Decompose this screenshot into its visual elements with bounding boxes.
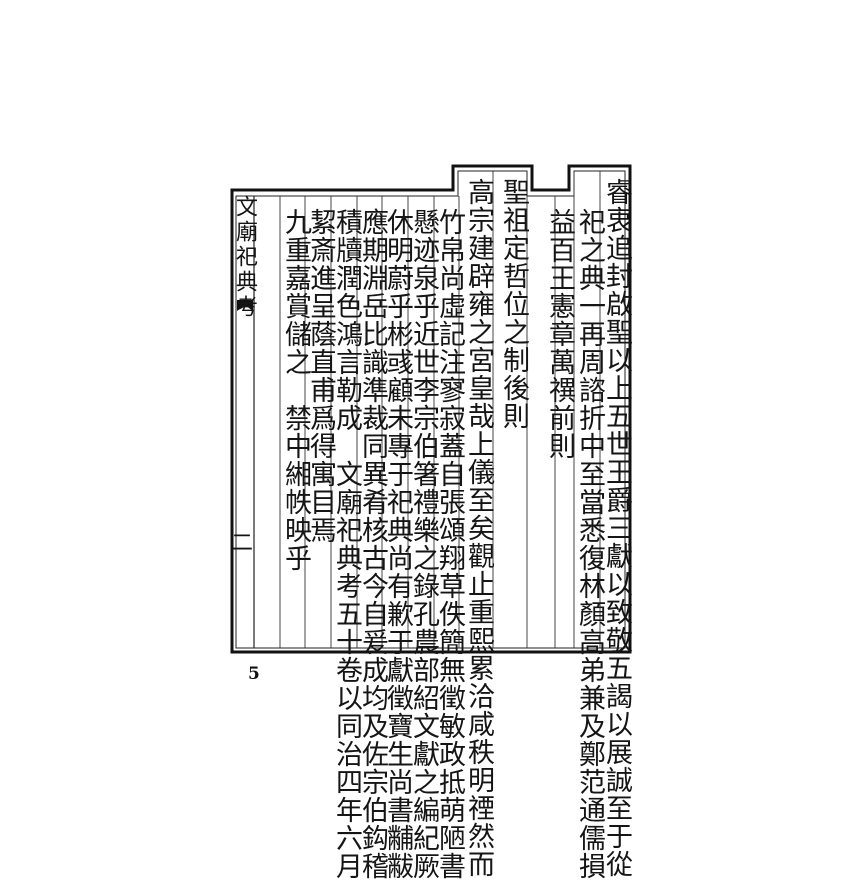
margin-leaf-number: 二 (231, 531, 254, 556)
text-column-7: 懸迹泉乎近世李宗伯箸禮樂之錄孔農部紹文獻之編紀厥 (408, 208, 439, 880)
text-column-9: 應期淵岳比識準裁同異肴核古今自爰成均及佐宗伯鈎稽 (357, 208, 388, 880)
text-column-4: 聖祖定哲位之制後則 (498, 178, 529, 430)
page-border-frame (230, 164, 632, 654)
text-column-8: 休明蔚乎彬彧顧未專于祀典尚有歉于獻徵寶生尚書黼黻 (382, 208, 413, 880)
text-column-10: 積牘潤色鴻言勒成 文廟祀典考五十卷以同治四年六月 (331, 208, 362, 880)
text-column-3: 益百王憲章萬禩前則 (544, 208, 575, 460)
margin-book-title: 文廟祀典考 (232, 195, 257, 320)
text-column-1: 睿衷追封啟聖以上五世王爵三獻以致敬五謁以展誠至于從 (601, 178, 632, 878)
text-column-6: 竹帛尚虛記注寥寂蓋自張頌翔草佚簡無徵敏政抵萌陋書 (434, 208, 465, 880)
page-number: 5 (248, 664, 260, 684)
text-column-5: 高宗建辟雍之宮皇哉上儀至矣觀止重熙累洽咸秩明禋然而 (463, 178, 494, 878)
text-column-11: 絜斎進呈蔭直甫爲得寓目焉 (305, 208, 336, 544)
text-column-12: 九重嘉賞儲之 禁中緗帙映乎 (280, 208, 311, 572)
text-column-2: 祀之典一再周諮折中至當悉復林顏高弟兼及鄭范通儒損 (574, 208, 605, 880)
scanned-page: 文廟祀典考 二 睿衷追封啟聖以上五世王爵三獻以致敬五謁以展誠至于從 祀之典一再周… (230, 164, 632, 880)
